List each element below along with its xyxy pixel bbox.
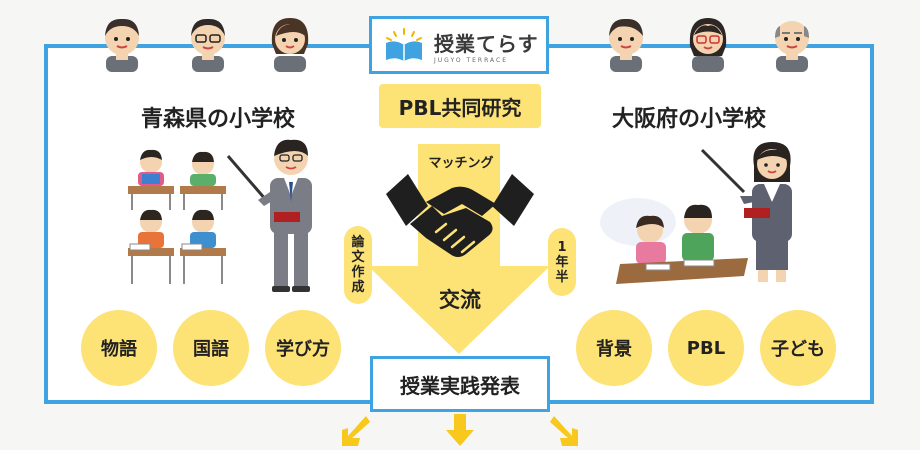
- topic-how-to-learn: 学び方: [265, 310, 341, 386]
- arrow-down-left-icon: [342, 416, 370, 446]
- thesis-char: 成: [351, 280, 365, 295]
- practice-presentation-box: 授業実践発表: [370, 356, 550, 412]
- topic-japanese: 国語: [173, 310, 249, 386]
- topic-label: 子ども: [771, 339, 825, 360]
- topic-children: 子ども: [760, 310, 836, 386]
- teacher-woman-face-icon: [271, 18, 309, 72]
- logo-subtitle: JUGYO TERRACE: [434, 57, 509, 64]
- left-school-heading: 青森県の小学校: [141, 107, 296, 132]
- duration-char: 1: [557, 239, 567, 255]
- thesis-char: 作: [351, 265, 365, 280]
- topic-label: 物語: [101, 339, 137, 360]
- teacher-face-icon: [105, 18, 139, 72]
- topic-background: 背景: [576, 310, 652, 386]
- teacher-face-icon: [609, 18, 643, 72]
- topic-label: PBL: [686, 337, 726, 359]
- research-title: PBL共同研究: [398, 95, 522, 120]
- teacher-glasses-face-icon: [191, 18, 225, 72]
- logo-title: 授業てらす: [434, 32, 539, 56]
- thesis-char: 論: [351, 235, 365, 250]
- topic-label: 学び方: [276, 339, 330, 360]
- arrow-down-icon: [446, 414, 474, 446]
- arrow-down-right-icon: [550, 416, 578, 446]
- topic-story: 物語: [81, 310, 157, 386]
- female-teacher-illustration: [700, 142, 792, 282]
- right-school-heading: 大阪府の小学校: [612, 107, 767, 132]
- topic-label: 国語: [193, 339, 229, 360]
- duration-tag: 1 年 半: [548, 228, 576, 296]
- matching-label: マッチング: [428, 156, 494, 171]
- topic-pbl: PBL: [668, 310, 744, 386]
- handshake-icon: [386, 174, 534, 257]
- duration-char: 年: [555, 254, 569, 270]
- exchange-label: 交流: [439, 288, 481, 312]
- classroom-pupils-illustration: [600, 198, 748, 284]
- classroom-students-illustration: [128, 149, 226, 284]
- open-book-icon: [386, 28, 422, 61]
- principal-face-icon: [775, 21, 809, 72]
- thesis-writing-tag: 論 文 作 成: [344, 226, 372, 304]
- teacher-woman-glasses-face-icon: [689, 18, 727, 72]
- practice-presentation-label: 授業実践発表: [400, 373, 520, 398]
- duration-char: 半: [555, 269, 569, 285]
- male-teacher-illustration: [226, 139, 312, 292]
- topic-label: 背景: [596, 339, 632, 360]
- thesis-char: 文: [351, 250, 365, 265]
- research-title-box: PBL共同研究: [379, 84, 541, 128]
- jugyo-terrace-logo: 授業てらす JUGYO TERRACE: [369, 16, 549, 74]
